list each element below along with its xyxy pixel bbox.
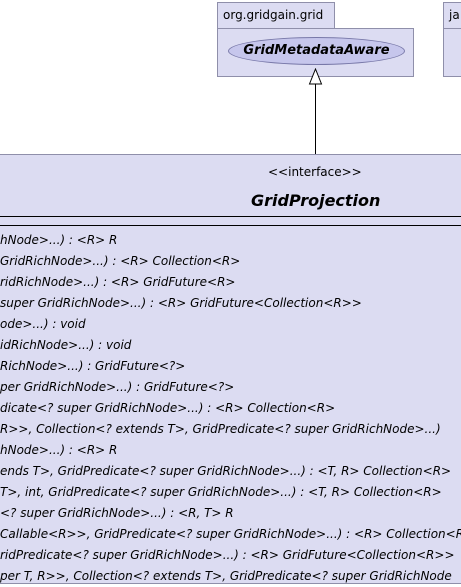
package-name-label: org.gridgain.grid xyxy=(223,8,324,22)
method-row: <? super GridRichNode>...) : <R, T> R xyxy=(0,506,234,520)
method-row: RichNode>...) : GridFuture<?> xyxy=(0,359,186,373)
method-row: idRichNode>...) : void xyxy=(0,338,132,352)
method-row: hNode>...) : <R> R xyxy=(0,233,118,247)
package-body-ja xyxy=(443,28,461,77)
package-name-label: ja xyxy=(449,8,460,22)
method-row: per GridRichNode>...) : GridFuture<?> xyxy=(0,380,235,394)
method-list: hNode>...) : <R> R GridRichNode>...) : <… xyxy=(0,230,461,587)
method-row: ridRichNode>...) : <R> GridFuture<R> xyxy=(0,275,236,289)
interface-name-label: GridMetadataAware xyxy=(243,43,390,58)
method-row: per T, R>>, Collection<? extends T>, Gri… xyxy=(0,569,452,583)
method-row: super GridRichNode>...) : <R> GridFuture… xyxy=(0,296,362,310)
method-row: dicate<? super GridRichNode>...) : <R> C… xyxy=(0,401,336,415)
package-tab-org-gridgain-grid: org.gridgain.grid xyxy=(217,2,335,29)
interface-name-title: GridProjection xyxy=(251,191,381,210)
method-row: ends T>, GridPredicate<? super GridRichN… xyxy=(0,464,452,478)
attributes-divider-top xyxy=(0,216,461,217)
method-row: T>, int, GridPredicate<? super GridRichN… xyxy=(0,485,442,499)
attributes-divider-bottom xyxy=(0,225,461,226)
stereotype-label: <<interface>> xyxy=(268,165,362,179)
package-tab-ja: ja xyxy=(443,2,461,29)
method-row: Callable<R>>, GridPredicate<? super Grid… xyxy=(0,527,461,541)
method-row: R>>, Collection<? extends T>, GridPredic… xyxy=(0,422,441,436)
method-row: GridRichNode>...) : <R> Collection<R> xyxy=(0,254,241,268)
generalization-connector xyxy=(315,84,316,163)
method-row: hNode>...) : <R> R xyxy=(0,443,118,457)
method-row: ode>...) : void xyxy=(0,317,86,331)
interface-gridmetadataaware[interactable]: GridMetadataAware xyxy=(228,37,405,65)
method-row: ridPredicate<? super GridRichNode>...) :… xyxy=(0,548,455,562)
